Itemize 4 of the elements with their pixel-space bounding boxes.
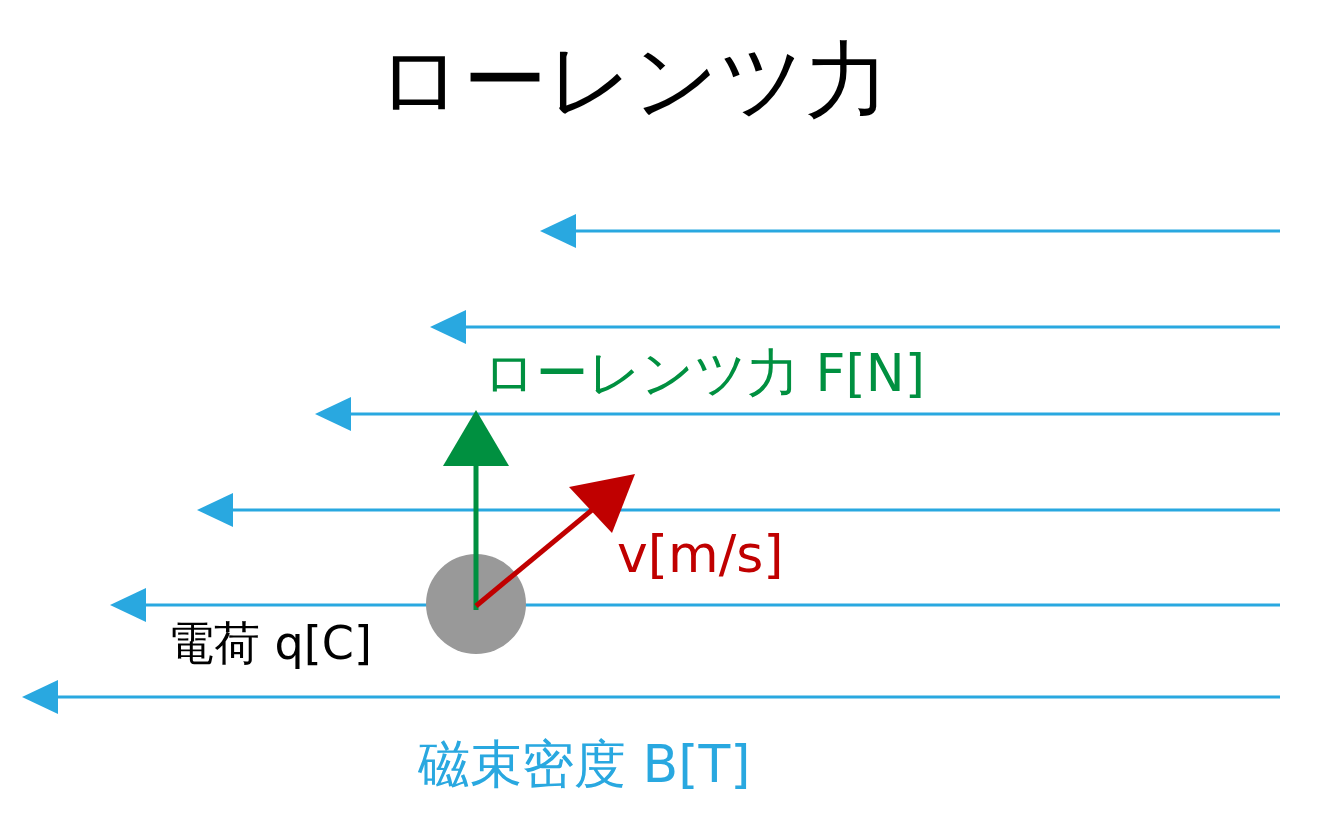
velocity-label: v[m/s]: [617, 528, 784, 580]
title: ローレンツ力: [376, 38, 890, 122]
field-label: 磁束密度 B[T]: [418, 738, 751, 790]
force-label: ローレンツ力 F[N]: [483, 347, 925, 399]
